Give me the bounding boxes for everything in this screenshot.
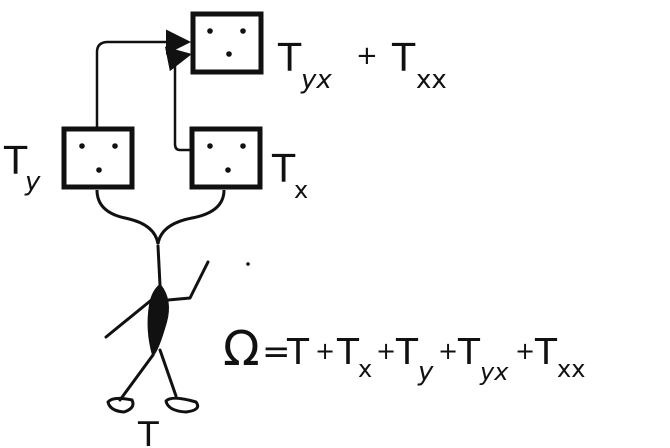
stick-figure-icon: [104, 244, 250, 414]
equation-plus-4: +: [515, 337, 535, 365]
left-box-rect: [61, 126, 135, 190]
equation-ty-base: T: [395, 332, 419, 373]
arrow-right-to-top: [164, 46, 192, 152]
left-box-dot-2: [112, 143, 118, 149]
equation-txx-base: T: [534, 332, 558, 373]
right-label-sub: x: [294, 176, 308, 204]
left-label-base: T: [3, 139, 28, 183]
top-label-base: T: [277, 36, 302, 80]
equation-tyx-sub: yx: [479, 358, 509, 386]
left-box-dot-1: [79, 143, 85, 149]
top-label-extra-base: T: [391, 36, 416, 80]
right-box: [189, 126, 263, 190]
right-label-base: T: [271, 147, 296, 191]
right-box-rect: [189, 126, 263, 190]
left-label-sub: y: [24, 167, 41, 197]
left-box-dot-3: [96, 167, 102, 173]
top-box-dot-3: [226, 51, 232, 57]
top-box-label: T yx + T xx: [277, 36, 447, 95]
equation-txx-sub: xx: [557, 355, 585, 383]
equation-omega: Ω: [223, 321, 260, 377]
equation-plus-1: +: [315, 337, 335, 365]
right-box-label: T x: [271, 147, 308, 204]
figure-label: T: [137, 415, 159, 448]
equation: Ω = T + T x + T y + T yx + T xx: [223, 321, 585, 387]
top-label-plus: +: [356, 41, 378, 71]
right-box-dot-1: [207, 143, 213, 149]
right-box-dot-2: [240, 143, 246, 149]
top-label-extra-sub: xx: [416, 65, 447, 95]
left-box-label: T y: [3, 139, 41, 197]
top-box: [190, 11, 264, 75]
equation-tx-sub: x: [358, 355, 372, 383]
equation-t: T: [286, 332, 310, 373]
top-box-dot-1: [207, 28, 213, 34]
arrow-left-to-top: [95, 29, 191, 129]
brace-icon: [95, 189, 226, 245]
top-box-rect: [190, 11, 264, 75]
top-label-sub: yx: [300, 65, 332, 95]
equation-plus-3: +: [438, 337, 458, 365]
right-box-dot-3: [225, 167, 231, 173]
left-box: [61, 126, 135, 190]
equation-tx-base: T: [336, 332, 360, 373]
top-box-dot-2: [240, 28, 246, 34]
equation-plus-2: +: [376, 337, 396, 365]
equation-tyx-base: T: [457, 332, 481, 373]
equation-eq: =: [262, 332, 291, 372]
equation-ty-sub: y: [417, 357, 434, 387]
